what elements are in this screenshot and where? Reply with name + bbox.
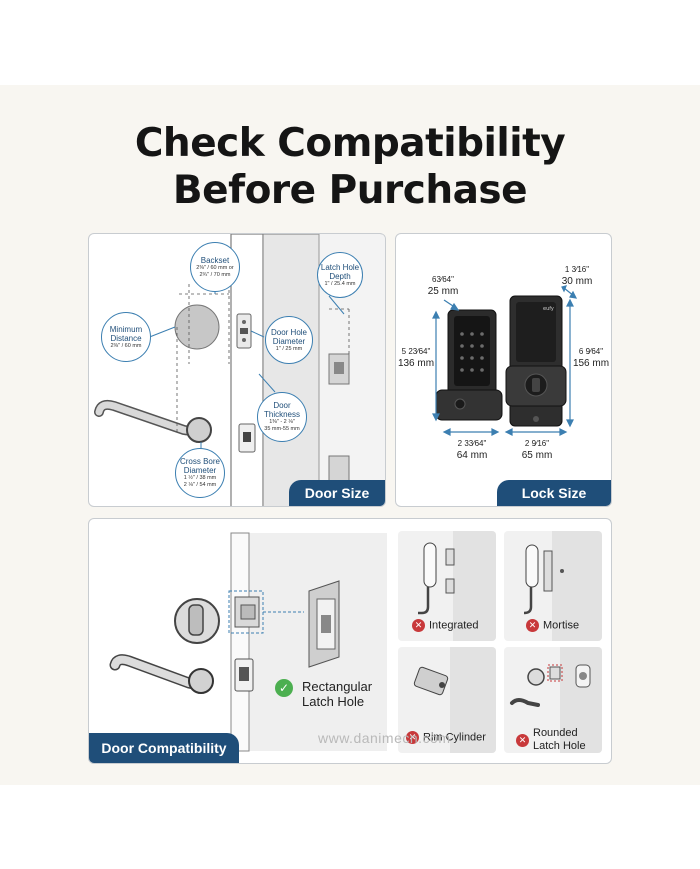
mortise-lock-card: ✕ Mortise <box>504 531 602 641</box>
door-hole-label-1: Door Hole <box>270 327 307 337</box>
rounded-latch-card: ✕ Rounded Latch Hole <box>504 647 602 753</box>
rounded-latch-icon <box>510 647 602 753</box>
back-depth-in: 1 3⁄16" <box>564 265 590 274</box>
minimum-distance-label-2: Distance <box>110 333 142 343</box>
rim-cylinder-icon <box>413 647 496 753</box>
door-compatibility-tag: Door Compatibility <box>89 733 239 763</box>
rectangular-latch-diagram <box>109 532 387 752</box>
x-icon: ✕ <box>406 731 419 744</box>
door-hole-callout: Door Hole Diameter 1" / 25 mm <box>265 316 313 364</box>
rim-cylinder-option: ✕ Rim Cylinder <box>406 731 486 744</box>
cross-bore-value-1: 1 ½" / 38 mm <box>183 475 217 481</box>
latch-hole-value: 1" / 25.4 mm <box>324 280 356 287</box>
cross-bore-callout: Cross Bore Diameter 1 ½" / 38 mm 2 ⅛" / … <box>175 448 225 498</box>
rim-cylinder-card: ✕ Rim Cylinder <box>398 647 496 753</box>
front-height-dim: 5 23⁄64" 136 mm <box>396 346 436 370</box>
latch-hole-label-1: Latch Hole <box>320 262 360 272</box>
backset-label: Backset <box>200 255 230 265</box>
rounded-label-2: Latch Hole <box>533 740 586 752</box>
lock-diagram: eufy <box>432 285 578 436</box>
back-height-in: 6 9⁄64" <box>578 347 604 356</box>
front-width-dim: 2 33⁄64" 64 mm <box>446 438 498 462</box>
backset-value-1: 2⅜" / 60 mm or <box>196 264 234 271</box>
back-width-in: 2 9⁄16" <box>524 439 550 448</box>
integrated-lock-icon <box>418 531 496 641</box>
cross-bore-label-2: Diameter <box>183 466 217 475</box>
front-height-mm: 136 mm <box>397 358 435 369</box>
rectangular-label-1: Rectangular <box>302 679 373 694</box>
door-hole-value: 1" / 25 mm <box>275 345 303 352</box>
cross-bore-value-2: 2 ⅛" / 54 mm <box>183 482 217 488</box>
integrated-option: ✕ Integrated <box>412 619 479 632</box>
front-depth-in: 63⁄64" <box>432 275 454 284</box>
back-depth-dim: 1 3⁄16" 30 mm <box>552 264 602 288</box>
integrated-label: Integrated <box>429 619 479 632</box>
integrated-lock-card: ✕ Integrated <box>398 531 496 641</box>
door-hole-label-2: Diameter <box>272 336 306 346</box>
latch-hole-label-2: Depth <box>329 271 351 281</box>
x-icon: ✕ <box>526 619 539 632</box>
minimum-distance-callout: Minimum Distance 2⅜" / 60 mm <box>101 312 151 362</box>
front-depth-mm: 25 mm <box>427 286 459 297</box>
door-thickness-value-1: 1⅜" - 2 ⅛" <box>269 419 295 425</box>
title-line-1: Check Compatibility <box>134 121 566 166</box>
front-depth-dim: 63⁄64" 25 mm <box>419 274 467 298</box>
back-height-dim: 6 9⁄64" 156 mm <box>570 346 611 370</box>
x-icon: ✕ <box>412 619 425 632</box>
backset-callout: Backset 2⅜" / 60 mm or 2¾" / 70 mm <box>190 242 240 292</box>
door-thickness-label-1: Door <box>273 401 291 410</box>
title-line-2: Before Purchase <box>172 168 528 213</box>
door-thickness-label-2: Thickness <box>263 410 300 419</box>
mortise-label: Mortise <box>543 619 580 632</box>
front-width-mm: 64 mm <box>456 450 488 461</box>
check-icon: ✓ <box>275 679 293 697</box>
page-title: Check Compatibility Before Purchase <box>0 120 700 214</box>
x-icon: ✕ <box>516 733 529 747</box>
rounded-label-1: Rounded <box>533 727 578 739</box>
front-width-in: 2 33⁄64" <box>457 439 487 448</box>
lock-size-panel: eufy 63⁄64" 25 mm 1 3⁄16" 30 mm 5 23⁄64"… <box>395 233 612 507</box>
lock-size-tag: Lock Size <box>497 480 611 506</box>
brand-logo-text: eufy <box>543 306 554 312</box>
back-height-mm: 156 mm <box>572 358 610 369</box>
mortise-lock-icon <box>523 531 602 641</box>
latch-hole-depth-callout: Latch Hole Depth 1" / 25.4 mm <box>317 252 363 298</box>
cross-bore-label-1: Cross Bore <box>179 457 220 466</box>
door-size-tag: Door Size <box>289 480 385 506</box>
minimum-distance-value: 2⅜" / 60 mm <box>110 342 142 349</box>
backset-value-2: 2¾" / 70 mm <box>199 271 231 278</box>
door-thickness-value-2: 35 mm-55 mm <box>264 426 300 432</box>
rectangular-label-2: Latch Hole <box>302 694 365 709</box>
rim-cylinder-label: Rim Cylinder <box>423 731 486 744</box>
door-size-panel: Backset 2⅜" / 60 mm or 2¾" / 70 mm Minim… <box>88 233 386 507</box>
back-width-mm: 65 mm <box>521 450 553 461</box>
rounded-latch-option: ✕ Rounded Latch Hole <box>516 727 586 753</box>
mortise-option: ✕ Mortise <box>526 619 579 632</box>
back-width-dim: 2 9⁄16" 65 mm <box>510 438 564 462</box>
rectangular-latch-ok: ✓ Rectangular Latch Hole <box>275 679 372 709</box>
door-thickness-callout: Door Thickness 1⅜" - 2 ⅛" 35 mm-55 mm <box>257 392 307 442</box>
minimum-distance-label-1: Minimum <box>109 324 143 334</box>
door-compatibility-panel: ✓ Rectangular Latch Hole ✕ Integrated ✕ Mo… <box>88 518 612 764</box>
back-depth-mm: 30 mm <box>561 276 593 287</box>
watermark: www.danimecn.com <box>318 730 451 746</box>
front-height-in: 5 23⁄64" <box>401 347 431 356</box>
